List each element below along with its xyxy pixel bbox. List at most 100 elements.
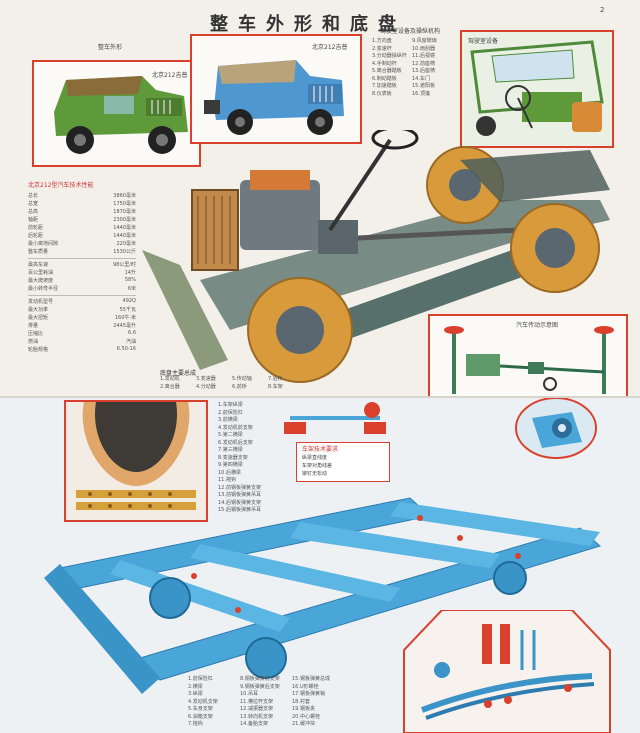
spec-key: 最高车速 <box>28 262 49 268</box>
spec-value: 6.6 <box>128 330 136 336</box>
frame-legend-item: 16.U形螺栓 <box>292 683 319 690</box>
frame-legend-item: 2.横梁 <box>188 683 203 690</box>
spec-row: 总长 3860毫米 <box>28 192 136 200</box>
poster-title: 整车外形和底盘 <box>210 14 406 35</box>
frame-legend-item: 7.拖钩 <box>188 721 203 727</box>
chassis-legend-col2: 3.变速器 4.分动器 <box>196 376 236 391</box>
equipment-item: 2.变速杆 <box>372 45 392 52</box>
parts-list: 1.车架纵梁 2.前保险杠 3.前横梁 4.发动机前支架 5.第二横梁 6.发动… <box>218 402 288 515</box>
equipment-item: 11.后视镜 <box>412 53 435 59</box>
spec-key: 发动机型号 <box>28 299 54 305</box>
vehicle-caption: 整车外形 <box>98 44 123 51</box>
parts-list-item: 2.前保险杠 <box>218 409 243 416</box>
frame-legend-item: 19.钢板夹 <box>292 706 315 712</box>
spec-value: 6.50-16 <box>116 346 136 352</box>
parts-list-item: 15.后钢板弹簧吊耳 <box>218 507 261 513</box>
spec-key: 轮胎规格 <box>28 347 49 353</box>
spec-value: 492Q <box>122 298 136 304</box>
leaf-spring-inset <box>403 610 611 733</box>
spec-divider <box>28 295 136 296</box>
frame-legend-item: 14.备胎支架 <box>240 721 268 727</box>
chassis-legend-title: 底盘主要总成 <box>160 370 197 377</box>
spec-key: 前轮距 <box>28 225 44 231</box>
spec-value: 58% <box>124 277 136 283</box>
parts-list-item: 4.发动机前支架 <box>218 424 253 431</box>
parts-list-item: 3.前横梁 <box>218 417 238 423</box>
equipment-item: 4.手制动杆 <box>372 60 397 67</box>
spec-value: 6米 <box>127 286 136 292</box>
parts-list-item: 12.前钢板弹簧支架 <box>218 484 261 491</box>
spec-value: 1750毫米 <box>113 201 136 207</box>
equipment-item: 13.后座椅 <box>412 68 435 74</box>
parts-list-item: 14.后钢板弹簧支架 <box>218 499 261 506</box>
spec-row: 最高车速 98公里/时 <box>28 261 136 269</box>
equipment-item: 12.前座椅 <box>412 60 435 67</box>
frame-legend-item: 4.发动机支架 <box>188 698 218 705</box>
cross-section-illustration <box>66 402 206 520</box>
spec-key: 整车质量 <box>28 249 49 255</box>
spec-value: 2445毫升 <box>113 323 136 329</box>
spec-key: 最大功率 <box>28 307 49 313</box>
chassis-assembly-illustration <box>142 130 610 383</box>
axle-sketch <box>284 402 386 434</box>
spec-key: 最小离地间隙 <box>28 241 59 247</box>
requirement-line: 车架对角线差 <box>302 463 333 469</box>
spec-value: 14升 <box>124 270 136 276</box>
blue-jeep-photo: 北京212吉普 <box>190 34 362 144</box>
bushing-detail-inset <box>515 398 597 459</box>
green-jeep-photo: 北京212吉普 <box>32 60 201 167</box>
cab-interior-illustration <box>462 32 612 146</box>
equipment-item: 1.方向盘 <box>372 38 392 44</box>
frame-legend-col3: 15.钢板弹簧总成 16.U形螺栓 17.钢板弹簧销 18.衬套 19.钢板夹 … <box>292 676 348 729</box>
spec-row: 轮胎规格 6.50-16 <box>28 346 136 354</box>
frame-legend-item: 3.纵梁 <box>188 691 203 697</box>
drive-title: 汽车传动示意图 <box>516 322 559 329</box>
frame-legend-item: 8.钢板弹簧前支架 <box>240 676 280 682</box>
equipment-item: 3.分动器操纵杆 <box>372 53 407 59</box>
requirement-line: 纵梁直线度 <box>302 455 328 461</box>
frame-legend-item: 13.转向机支架 <box>240 713 273 720</box>
spec-value: 98公里/时 <box>112 262 136 268</box>
equipment-item: 7.加速踏板 <box>372 83 397 89</box>
parts-list-item: 6.发动机后支架 <box>218 439 253 446</box>
equipment-item: 16.顶篷 <box>412 90 430 97</box>
frame-legend-item: 6.油箱支架 <box>188 713 213 720</box>
spec-key: 总长 <box>28 193 39 199</box>
chassis-legend-item: 3.变速器 <box>196 376 216 382</box>
frame-legend-item: 12.减振器支架 <box>240 706 273 712</box>
spec-value: 1440毫米 <box>113 225 136 231</box>
spec-row: 整车质量 1530公斤 <box>28 248 136 256</box>
equipment-item: 10.雨刮器 <box>412 45 435 52</box>
spec-title: 北京212型汽车技术性能 <box>28 182 94 189</box>
frame-legend-item: 20.中心螺栓 <box>292 713 320 720</box>
frame-legend-item: 5.车身支架 <box>188 706 213 712</box>
spec-row: 燃油汽油 <box>28 338 136 346</box>
spec-key: 总高 <box>28 209 39 215</box>
equipment-item: 8.仪表板 <box>372 90 392 97</box>
spec-key: 轴距 <box>28 217 39 223</box>
frame-legend-item: 11.横拉杆支架 <box>240 698 273 705</box>
frame-legend-item: 10.吊耳 <box>240 691 258 697</box>
drivetrain-diagram <box>444 326 614 394</box>
parts-list-item: 10.后横梁 <box>218 469 241 476</box>
requirements-title: 车架技术要求 <box>302 446 339 453</box>
chassis-legend-item: 7.后桥 <box>268 376 283 382</box>
spec-value: 3860毫米 <box>113 193 136 199</box>
green-jeep-illustration <box>34 62 199 165</box>
frame-legend-item: 21.缓冲块 <box>292 721 315 727</box>
equipment-item: 6.制动踏板 <box>372 75 397 82</box>
frame-legend-item: 9.钢板弹簧后支架 <box>240 683 280 690</box>
spec-row: 前轮距 1440毫米 <box>28 224 136 232</box>
spec-row: 发动机型号 492Q <box>28 298 136 306</box>
spec-value: 1530公斤 <box>113 249 136 255</box>
parts-list-item: 1.车架纵梁 <box>218 402 243 408</box>
parts-list-item: 7.第三横梁 <box>218 447 243 453</box>
spec-divider <box>28 258 136 259</box>
